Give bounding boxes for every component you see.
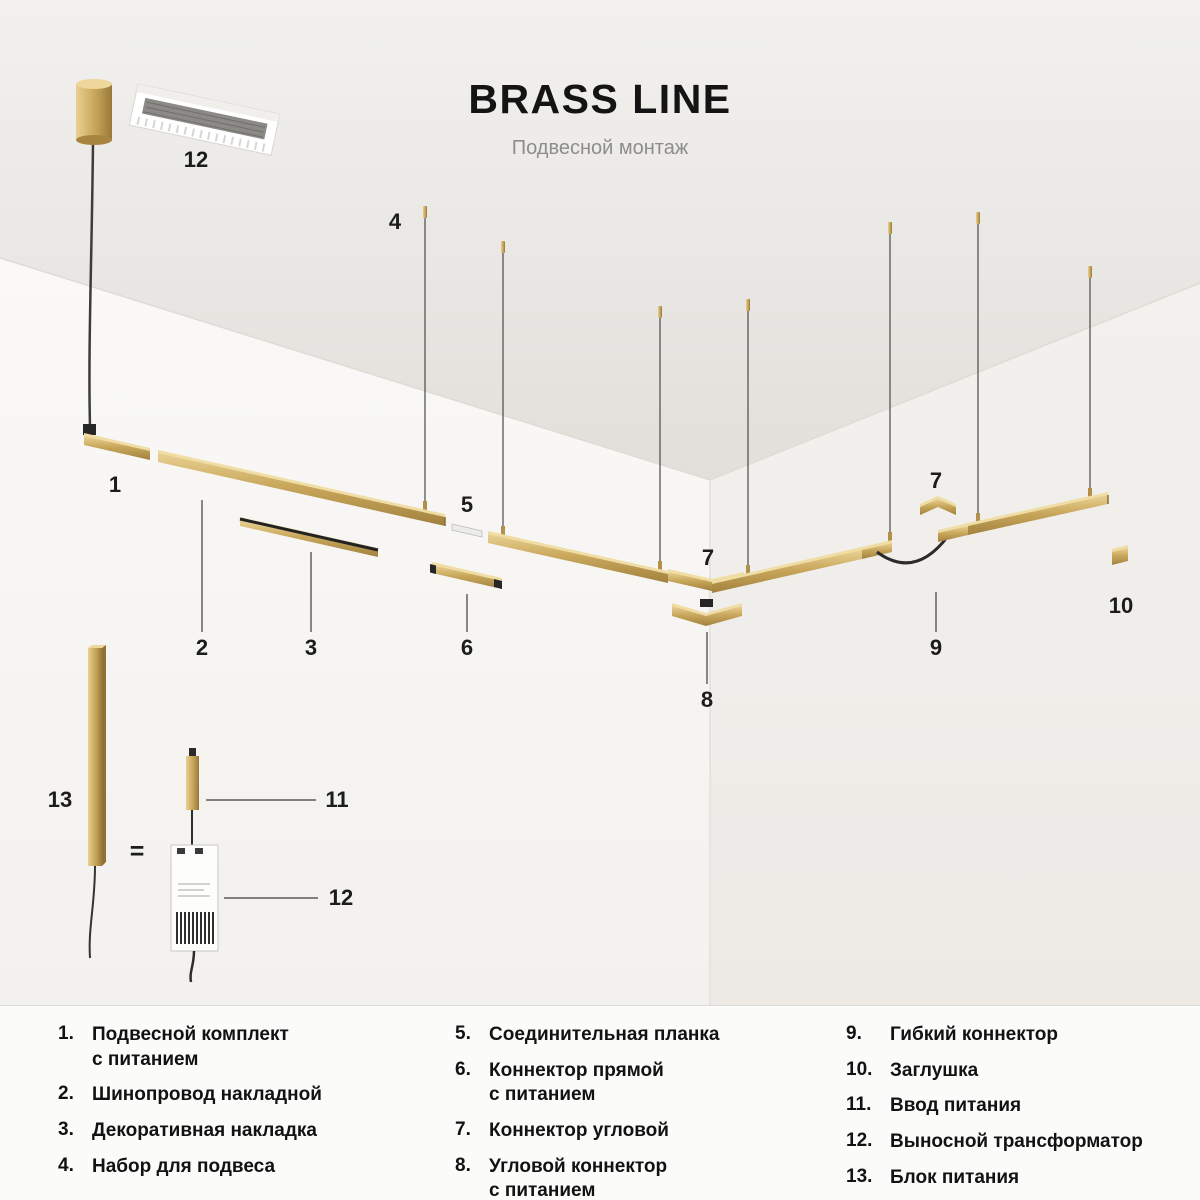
legend-item-label: Подвесной комплект с питанием — [92, 1024, 289, 1070]
suspension-wire — [976, 212, 980, 522]
track-middle — [488, 531, 668, 583]
legend-column-2: 5. Соединительная планка 6. Коннектор пр… — [455, 1023, 720, 1200]
legend-item-label: Соединительная планка — [489, 1024, 720, 1045]
flexible-connector-cable-item9 — [876, 535, 950, 565]
callout-9: 9 — [929, 635, 943, 660]
legend-item-3: 3. Декоративная накладка — [58, 1119, 322, 1144]
suspension-wire — [1088, 266, 1092, 497]
feed-connector — [83, 424, 96, 435]
decorative-cover-item3 — [239, 517, 379, 557]
callout-12-profile: 12 — [183, 147, 209, 172]
legend-item-13: 13. Блок питания — [846, 1166, 1143, 1191]
power-input-item11 — [186, 748, 199, 845]
callout-2: 2 — [195, 635, 209, 660]
track-right — [712, 492, 1109, 593]
legend-item-2: 2. Шинопровод накладной — [58, 1083, 322, 1108]
suspension-wire — [888, 222, 892, 541]
right-wall — [710, 283, 1200, 1005]
straight-connector-item6 — [430, 562, 502, 589]
legend-item-label: Коннектор прямой с питанием — [489, 1059, 664, 1106]
legend-item-11: 11. Ввод питания — [846, 1094, 1143, 1119]
legend-item-1: 1. Подвесной комплект с питанием — [58, 1023, 322, 1072]
suspension-wires — [423, 206, 1092, 574]
suspension-wire — [423, 206, 427, 510]
feed-top — [84, 433, 150, 451]
left-wall — [0, 258, 710, 1005]
installation-scene — [0, 0, 1200, 1005]
callout-13: 13 — [47, 787, 73, 812]
legend-item-8: 8. Угловой коннектор с питанием — [455, 1155, 720, 1200]
legend-column-3: 9. Гибкий коннектор 10. Заглушка 11. Вво… — [846, 1023, 1143, 1200]
legend-item-label: Угловой коннектор с питанием — [489, 1155, 668, 1200]
room — [0, 0, 1200, 1005]
remote-transformer-item12 — [170, 844, 219, 983]
equals-sign: = — [129, 837, 145, 866]
callout-7-corner: 7 — [701, 545, 715, 570]
corner-connector-right-item7 — [920, 496, 956, 515]
legend-item-9: 9. Гибкий коннектор — [846, 1023, 1143, 1048]
legend-item-label: Набор для подвеса — [92, 1155, 276, 1177]
canopy-body — [76, 84, 112, 140]
end-cap-item10 — [1112, 545, 1128, 565]
suspension-wire — [501, 241, 505, 535]
legend-item-number: 5. — [455, 1023, 471, 1044]
legend-item-number: 6. — [455, 1058, 471, 1080]
callout-8: 8 — [700, 687, 714, 712]
callout-11: 11 — [325, 787, 349, 812]
legend-item-7: 7. Коннектор угловой — [455, 1119, 720, 1144]
legend-item-number: 8. — [455, 1154, 471, 1176]
connecting-plate-item5 — [451, 523, 483, 538]
canopy-bottom — [76, 135, 112, 145]
ceiling-profile-item12 — [128, 83, 281, 156]
legend-item-4: 4. Набор для подвеса — [58, 1155, 322, 1180]
callout-10: 10 — [1108, 593, 1134, 618]
callout-3: 3 — [304, 635, 318, 660]
callout-7-right: 7 — [929, 468, 943, 493]
page-title: BRASS LINE — [468, 76, 732, 122]
legend-item-number: 3. — [58, 1119, 74, 1141]
legend-item-number: 9. — [846, 1023, 862, 1044]
legend-item-label: Коннектор угловой — [489, 1120, 669, 1142]
legend-item-6: 6. Коннектор прямой с питанием — [455, 1059, 720, 1108]
suspension-wire — [746, 299, 750, 574]
callout-5: 5 — [460, 492, 474, 517]
legend-item-label: Шинопровод накладной — [92, 1084, 322, 1106]
legend-item-label: Гибкий коннектор — [890, 1024, 1059, 1045]
legend-item-number: 11. — [846, 1094, 872, 1116]
legend-item-number: 13. — [846, 1165, 873, 1187]
legend-item-12: 12. Выносной трансформатор — [846, 1130, 1143, 1155]
callout-6: 6 — [460, 635, 474, 660]
page-subtitle: Подвесной монтаж — [511, 137, 689, 159]
legend-item-label: Ввод питания — [890, 1095, 1022, 1117]
legend-item-label: Блок питания — [890, 1166, 1020, 1188]
legend-item-number: 10. — [846, 1058, 873, 1080]
canopy-and-power-feed — [76, 79, 150, 460]
ceiling-plane — [0, 0, 1200, 480]
track-left-item2 — [158, 450, 446, 526]
corner-power-connector-item8 — [672, 599, 742, 626]
legend: 1. Подвесной комплект с питанием 2. Шино… — [0, 1005, 1200, 1200]
drop-cable — [88, 141, 95, 427]
feed-front — [84, 436, 150, 460]
callout-4: 4 — [388, 209, 402, 234]
suspension-wire — [658, 306, 662, 570]
legend-item-5: 5. Соединительная планка — [455, 1023, 720, 1048]
legend-item-label: Выносной трансформатор — [890, 1131, 1143, 1153]
legend-item-label: Заглушка — [890, 1059, 979, 1081]
power-supply-item13 — [88, 645, 106, 959]
callout-1: 1 — [108, 472, 122, 497]
legend-item-label: Декоративная накладка — [92, 1120, 318, 1142]
legend-item-number: 2. — [58, 1083, 74, 1105]
canopy-top — [76, 79, 112, 89]
leader-lines — [201, 500, 937, 899]
legend-item-number: 4. — [58, 1154, 74, 1176]
legend-item-number: 1. — [58, 1023, 74, 1044]
legend-item-10: 10. Заглушка — [846, 1059, 1143, 1084]
legend-item-number: 7. — [455, 1119, 471, 1141]
callout-12-transformer: 12 — [328, 885, 354, 910]
legend-item-number: 12. — [846, 1130, 873, 1152]
legend-column-1: 1. Подвесной комплект с питанием 2. Шино… — [58, 1023, 322, 1190]
